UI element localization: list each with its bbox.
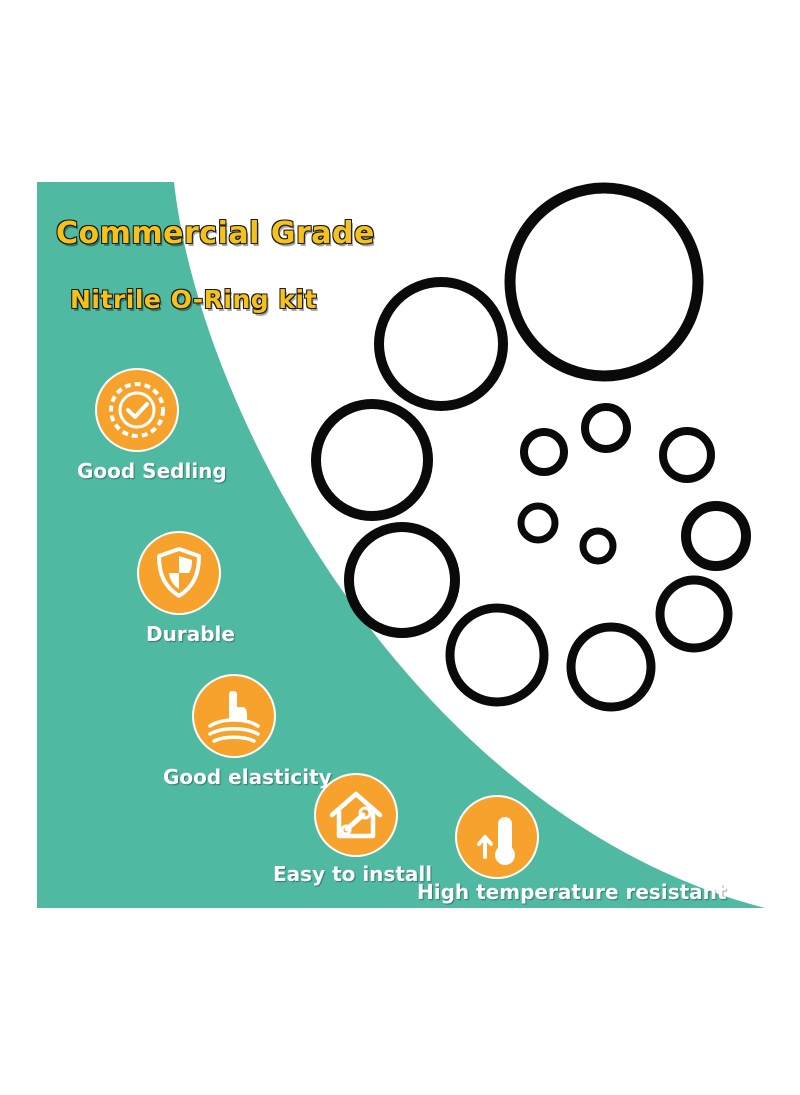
feature-badge-install (314, 773, 398, 857)
headline-commercial-grade: Commercial Grade (55, 215, 375, 252)
o-ring (566, 622, 656, 712)
o-ring (659, 427, 715, 483)
o-ring (681, 501, 751, 571)
o-ring (344, 522, 460, 638)
o-ring (655, 575, 733, 653)
finger-press-elastic-icon (194, 676, 274, 756)
feature-label-elasticity: Good elasticity (163, 765, 332, 789)
feature-label-sealing: Good Sedling (77, 459, 227, 483)
o-ring-large (504, 182, 704, 382)
feature-badge-sealing (95, 368, 179, 452)
house-wrench-icon (316, 775, 396, 855)
o-ring (579, 527, 617, 565)
o-ring (581, 403, 631, 453)
o-ring (520, 428, 568, 476)
o-ring (445, 603, 549, 707)
o-ring (311, 399, 433, 521)
o-ring (374, 277, 508, 411)
o-ring (517, 502, 559, 544)
shield-icon (139, 533, 219, 613)
feature-label-durable: Durable (146, 622, 235, 646)
thermometer-icon (457, 797, 537, 877)
feature-label-install: Easy to install (273, 862, 433, 886)
headline-nitrile-kit: Nitrile O-Ring kit (69, 284, 318, 315)
feature-badge-durable (137, 531, 221, 615)
feature-label-temperature: High temperature resistant (417, 880, 727, 904)
seal-badge-check-icon (97, 370, 177, 450)
feature-badge-temperature (455, 795, 539, 879)
feature-badge-elasticity (192, 674, 276, 758)
o-ring-set (311, 182, 751, 712)
